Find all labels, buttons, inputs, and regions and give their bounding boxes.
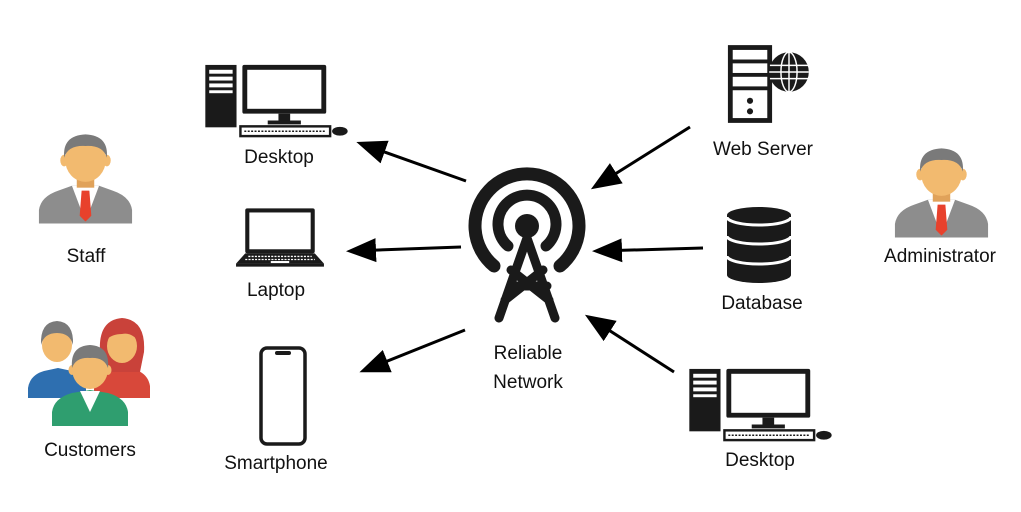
arrows bbox=[346, 125, 704, 374]
desktop-right-label: Desktop bbox=[725, 450, 795, 471]
desktop-left-label: Desktop bbox=[244, 147, 314, 168]
database-label: Database bbox=[721, 293, 803, 314]
arrow-from-web-server bbox=[590, 125, 691, 190]
smartphone-label: Smartphone bbox=[224, 453, 328, 474]
network-label-line1: Reliable bbox=[493, 343, 563, 364]
arrow-from-database bbox=[592, 238, 704, 263]
arrow-to-laptop bbox=[346, 238, 462, 263]
arrow-to-smartphone bbox=[359, 328, 466, 373]
smartphone-icon bbox=[259, 346, 307, 446]
arrow-from-desktop-right bbox=[584, 314, 675, 374]
desktop-icon bbox=[204, 63, 349, 138]
arrow-to-desktop bbox=[356, 140, 467, 183]
laptop-icon bbox=[235, 207, 325, 268]
person-icon bbox=[894, 148, 989, 238]
web-server-label: Web Server bbox=[713, 139, 813, 160]
network-label-line2: Network bbox=[493, 372, 563, 393]
server-icon bbox=[727, 45, 773, 123]
person-icon bbox=[38, 134, 133, 224]
database-icon bbox=[725, 205, 793, 285]
customers-label: Customers bbox=[44, 440, 136, 461]
laptop-label: Laptop bbox=[246, 280, 306, 301]
staff-label: Staff bbox=[66, 246, 106, 267]
globe-icon bbox=[768, 51, 810, 93]
group-icon bbox=[28, 318, 150, 426]
desktop-icon bbox=[688, 367, 833, 442]
antenna-icon bbox=[468, 167, 586, 323]
administrator-label: Administrator bbox=[884, 246, 996, 267]
